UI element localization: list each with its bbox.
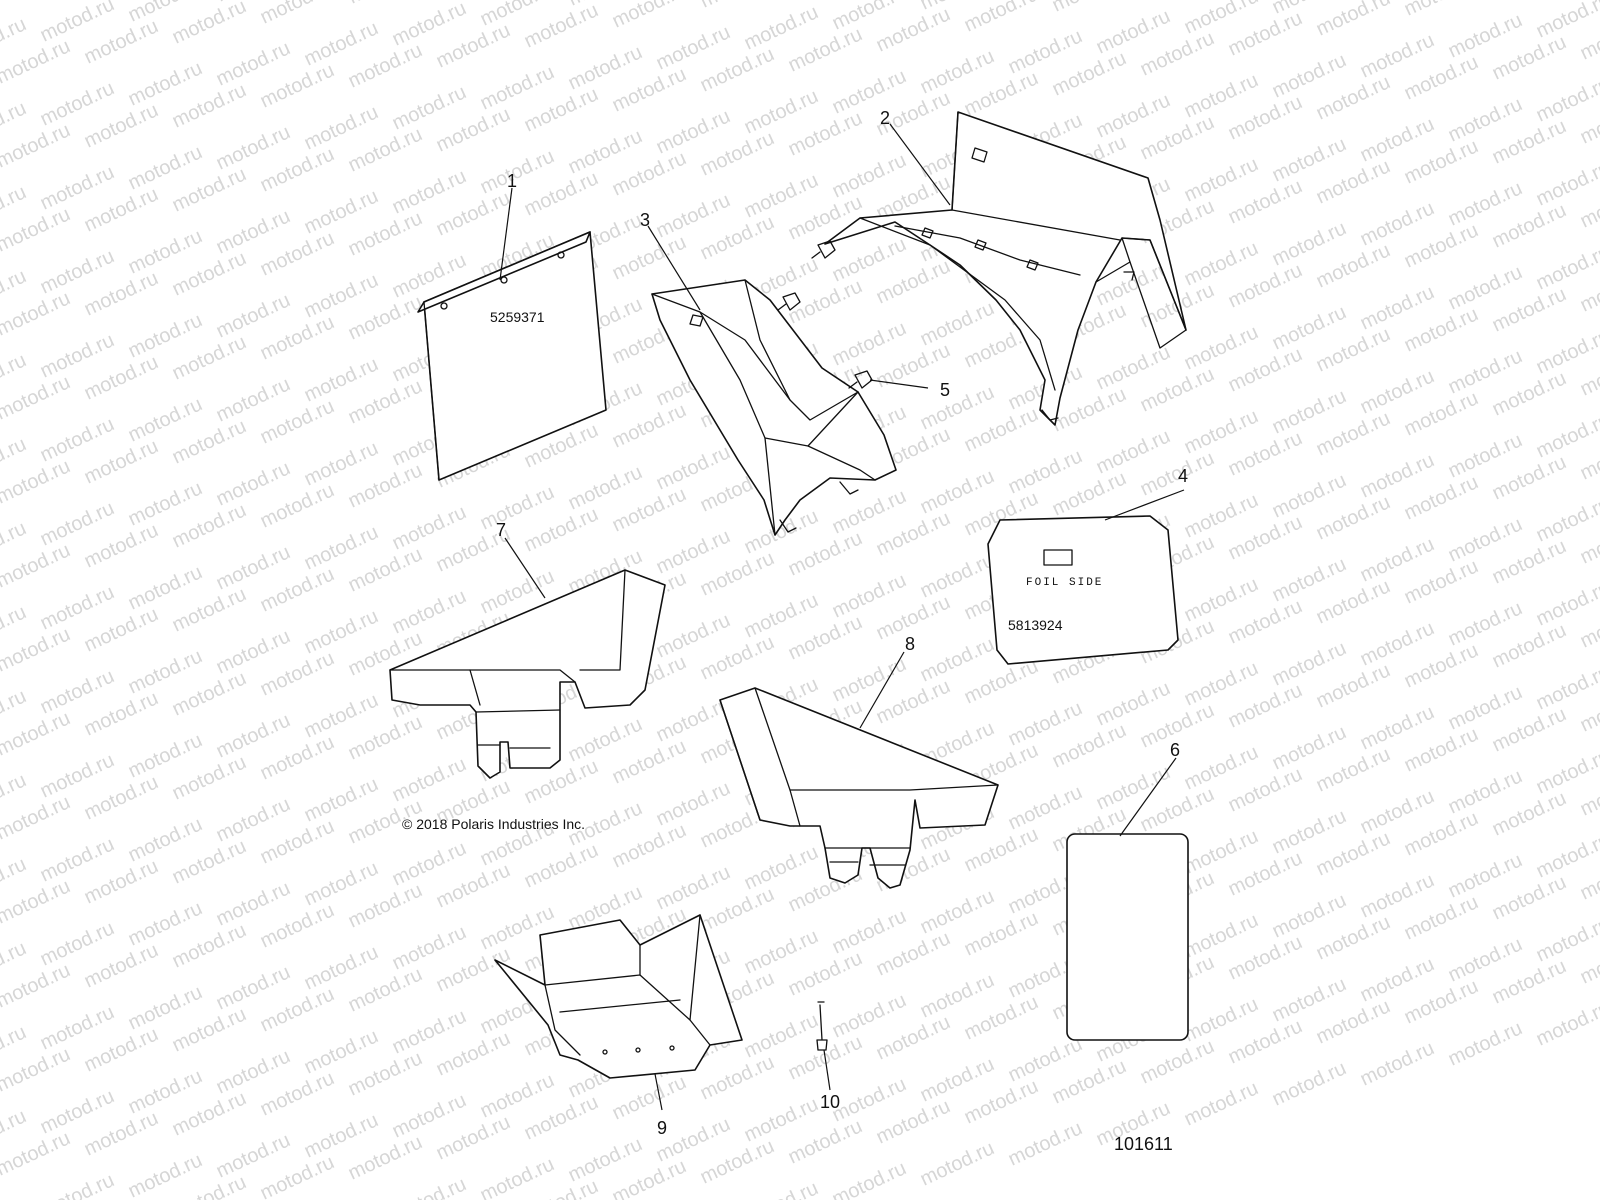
watermark-text: motod.ru <box>1445 1017 1526 1070</box>
watermark-text: motod.ru <box>0 1127 74 1180</box>
watermark-text: motod.ru <box>1181 1077 1262 1130</box>
watermark-text: motod.ru <box>345 0 426 9</box>
watermark-text: motod.ru <box>1269 1057 1350 1110</box>
callout-numbers: 1 2 3 4 5 6 7 8 9 10 <box>496 108 1188 1138</box>
callout-1: 1 <box>507 171 517 191</box>
watermark-text: motod.ru <box>0 539 74 592</box>
watermark-text: motod.ru <box>0 623 74 676</box>
watermark-text: motod.ru <box>1533 745 1600 798</box>
watermark-text: motod.ru <box>0 791 74 844</box>
part-3-panel <box>651 279 897 536</box>
watermark-text: motod.ru <box>389 1173 470 1200</box>
watermark-text: motod.ru <box>1533 241 1600 294</box>
watermark-text: motod.ru <box>0 455 74 508</box>
watermark-text: motod.ru <box>257 0 338 29</box>
watermark-text: motod.ru <box>0 1043 74 1096</box>
watermark-text: motod.ru <box>741 1177 822 1200</box>
callout-8: 8 <box>905 634 915 654</box>
watermark-text: motod.ru <box>0 707 74 760</box>
watermark-text: motod.ru <box>1533 997 1600 1050</box>
watermark-text: motod.ru <box>1533 829 1600 882</box>
part-4-foil: FOIL SIDE 5813924 <box>987 515 1179 665</box>
watermark-text: motod.ru <box>0 875 74 928</box>
callout-5: 5 <box>940 380 950 400</box>
watermark-text: motod.ru <box>961 0 1042 37</box>
callout-3: 3 <box>640 210 650 230</box>
part-4-foil-text: FOIL SIDE <box>1026 577 1103 589</box>
callout-10: 10 <box>820 1092 840 1112</box>
watermark-text: motod.ru <box>697 0 778 13</box>
watermark-text: motod.ru <box>477 1153 558 1200</box>
part-10-fastener <box>816 1001 828 1051</box>
watermark-text: motod.ru <box>169 0 250 49</box>
callout-9: 9 <box>657 1118 667 1138</box>
watermark-text: motod.ru <box>0 287 74 340</box>
watermark-text: motod.ru <box>1401 0 1482 21</box>
diagram-number: 101611 <box>1114 1134 1173 1154</box>
part-2-panel <box>824 111 1187 426</box>
part-9-tray <box>494 914 743 1079</box>
watermark-text: motod.ru <box>1533 157 1600 210</box>
watermark-text: motod.ru <box>0 959 74 1012</box>
copyright-text: © 2018 Polaris Industries Inc. <box>402 816 585 832</box>
watermark-text: motod.ru <box>829 1157 910 1200</box>
part-6-pad <box>1066 833 1189 1041</box>
watermark-text: motod.ru <box>1357 1037 1438 1090</box>
watermark-text: motod.ru <box>0 0 74 5</box>
watermark-text: motod.ru <box>1313 0 1394 41</box>
watermark-text: motod.ru <box>1049 0 1130 17</box>
watermark-text: motod.ru <box>917 1137 998 1190</box>
watermark-text: motod.ru <box>0 119 74 172</box>
watermark-text: motod.ru <box>1533 577 1600 630</box>
watermark-text: motod.ru <box>1533 409 1600 462</box>
watermark-text: motod.ru <box>1005 1117 1086 1170</box>
watermark-text: motod.ru <box>0 203 74 256</box>
watermark-text: motod.ru <box>1533 913 1600 966</box>
watermark-text: motod.ru <box>1533 73 1600 126</box>
part-1-number: 5259371 <box>490 309 545 325</box>
watermark-text: motod.ru <box>0 371 74 424</box>
part-7-deflector <box>389 569 666 779</box>
watermark-text: motod.ru <box>1533 0 1600 43</box>
watermark-text: motod.ru <box>1533 661 1600 714</box>
part-1-plate: 5259371 <box>417 231 607 481</box>
watermark-text: motod.ru <box>1533 325 1600 378</box>
callout-4: 4 <box>1178 466 1188 486</box>
callout-2: 2 <box>880 108 890 128</box>
watermark-text: motod.ru <box>609 0 690 33</box>
callout-6: 6 <box>1170 740 1180 760</box>
part-4-number: 5813924 <box>1008 617 1063 633</box>
part-8-deflector <box>719 687 999 889</box>
watermark-text: motod.ru <box>0 35 74 88</box>
part-5-rivets <box>777 240 873 389</box>
watermark-text: motod.ru <box>37 1169 118 1200</box>
callout-7: 7 <box>496 520 506 540</box>
watermark-text: motod.ru <box>1489 0 1570 1</box>
watermark-text: motod.ru <box>1533 493 1600 546</box>
leader-lines <box>499 123 1185 1111</box>
